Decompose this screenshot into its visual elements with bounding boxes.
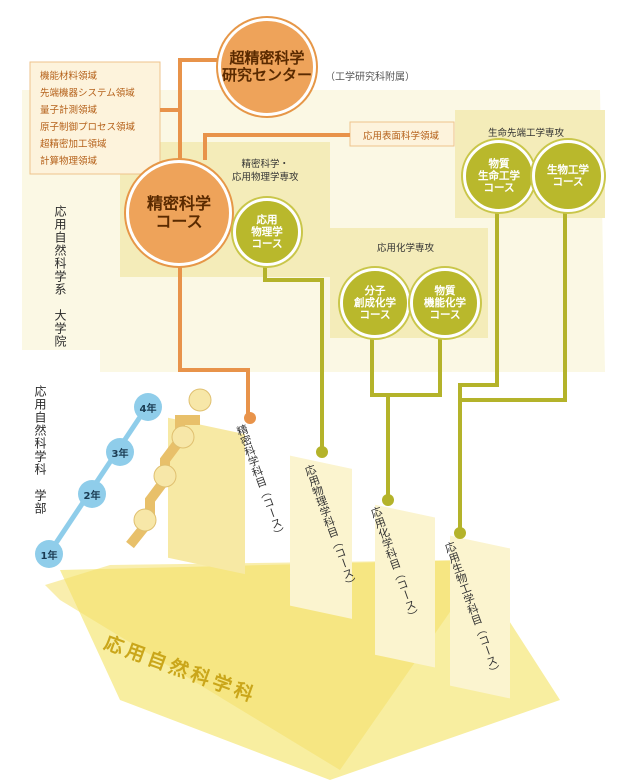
olive-line-life [458,200,499,530]
orange-connectors [160,58,350,415]
sphere-1 [133,508,157,532]
center-circle: 超精密科学 研究センター [218,18,316,116]
olive-line-bio [460,200,567,402]
bio-course-circle: 生物工学 コース [532,140,604,212]
year-2: 2年 [78,480,106,508]
track-strip-3 [375,504,435,668]
track-strip-2 [290,455,352,619]
fields-box [29,61,161,175]
graduate-label: 応用自然科学系 大学院 [53,205,67,348]
field-item: 先端機器システム領域 [40,88,135,99]
dot-track2 [316,446,328,458]
surface-field-label: 応用表面科学領域 [363,131,440,142]
olive-line-track2 [263,255,324,450]
olive-line-chem [370,330,442,397]
olive-connectors [263,200,567,530]
field-item: 超精密加工領域 [40,139,107,150]
sphere-3 [171,425,195,449]
field-item: 量子計測領域 [40,105,98,116]
field-item: 機能材料領域 [40,71,98,82]
center-note: （工学研究科附属） [325,72,415,83]
orange-line-center [178,58,225,160]
chem-major-label: 応用化学専攻 [377,243,435,254]
track-strip-1 [168,417,245,575]
applied-physics-course-circle: 応用 物理学 コース [233,198,301,266]
sphere-2 [153,464,177,488]
field-item: 計算物理領域 [40,156,98,167]
functional-course-circle: 物質 機能化学 コース [410,268,480,338]
track-strip-4 [450,535,510,699]
orange-line-surface [203,133,350,160]
sphere-4 [188,388,212,412]
year-1: 1年 [35,540,63,568]
dot-track1 [244,412,256,424]
precision-major-label: 精密科学・ 応用物理学専攻 [232,159,299,183]
orange-line-track1 [178,235,250,415]
molecular-course-circle: 分子 創成化学 コース [340,268,410,338]
year-line [45,403,151,557]
base-slab-shade [45,560,475,770]
life-major-label: 生命先端工学専攻 [488,128,565,139]
field-item: 原子制御プロセス領域 [40,122,136,133]
year-3: 3年 [106,438,134,466]
material-life-course-circle: 物質 生命工学 コース [463,140,535,212]
undergrad-label: 応用自然科学科 学部 [33,385,47,515]
dot-track4 [454,527,466,539]
dot-track3 [382,494,394,506]
fields-list: 機能材料領域 先端機器システム領域 量子計測領域 原子制御プロセス領域 超精密加… [40,68,135,170]
year-4: 4年 [134,393,162,421]
precision-course-circle: 精密科学 コース [126,160,232,266]
